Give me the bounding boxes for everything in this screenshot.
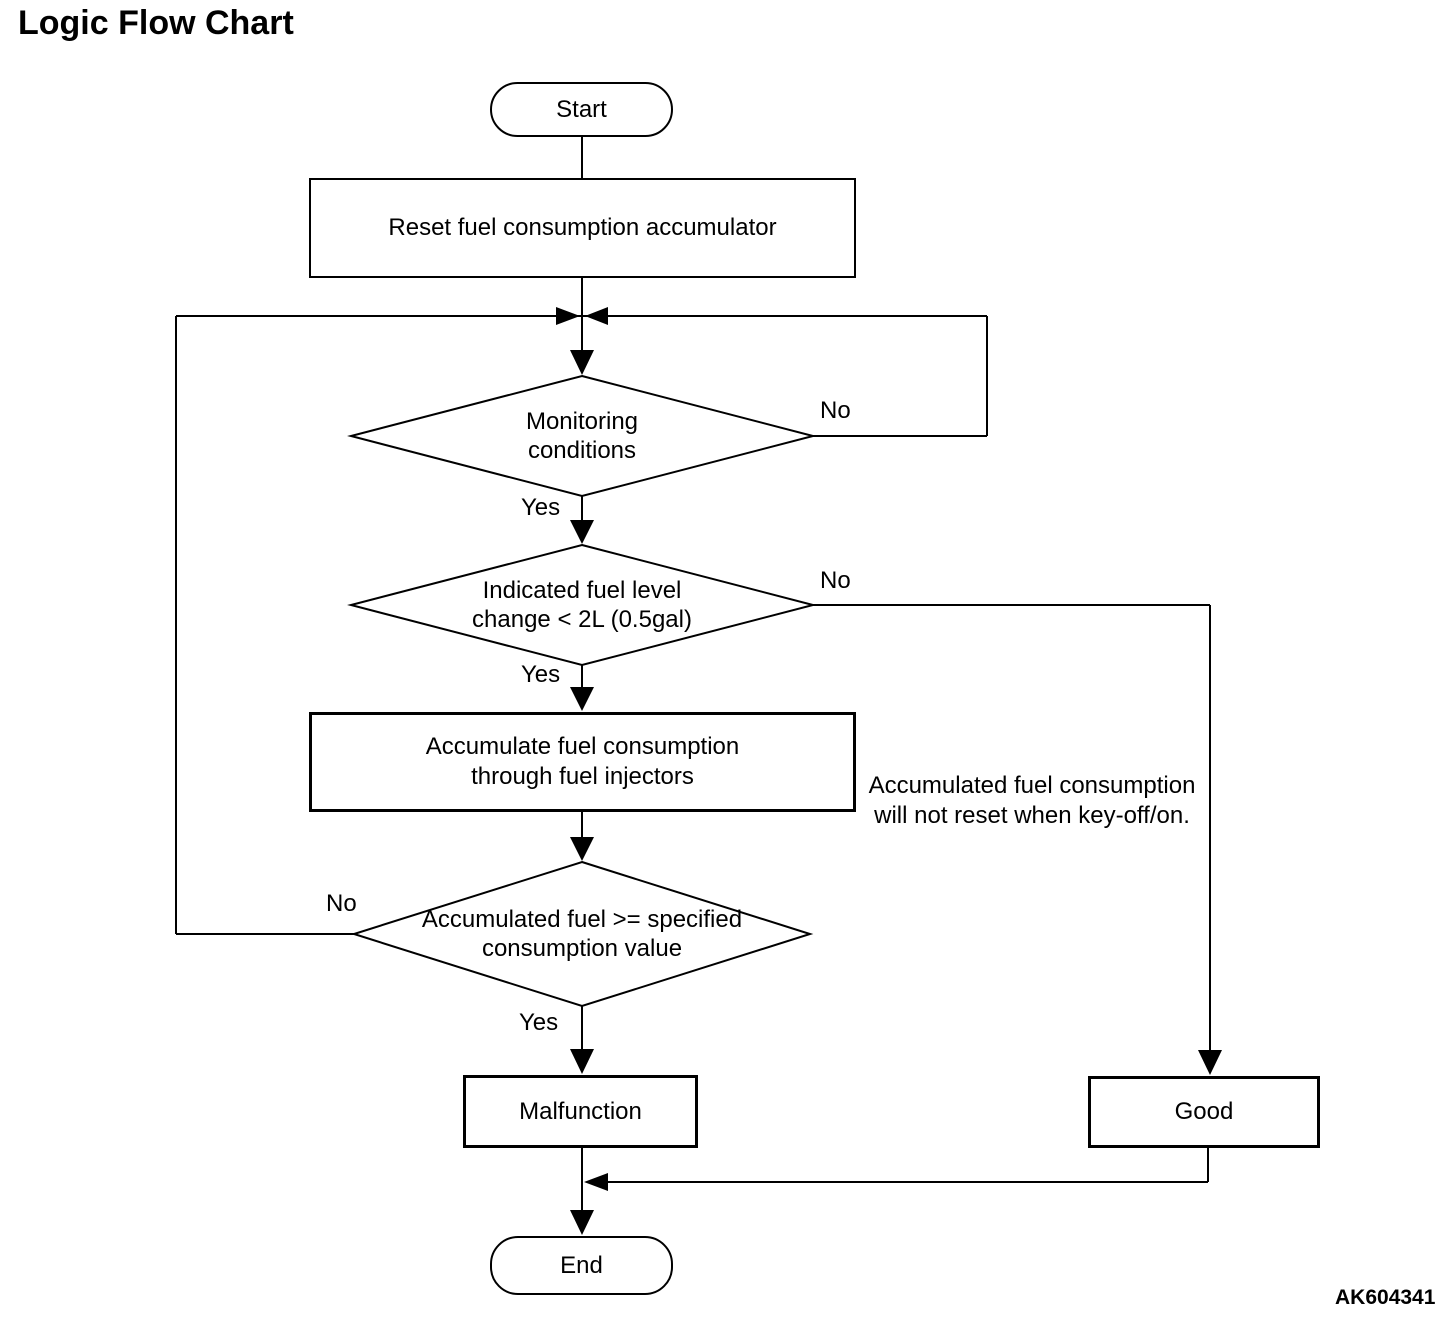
arrowhead-junction-left [585, 307, 608, 325]
branch-label-monitoring-yes: Yes [521, 494, 561, 521]
decision-monitoring-label: Monitoring conditions [525, 408, 639, 464]
node-accumulate: Accumulate fuel consumption through fuel… [309, 712, 856, 812]
arrowhead-good-merge-left [584, 1173, 608, 1191]
page-title: Logic Flow Chart [18, 4, 294, 42]
node-accumulate-label: Accumulate fuel consumption through fuel… [425, 733, 740, 790]
node-end-label: End [560, 1251, 603, 1279]
node-malfunction: Malfunction [463, 1075, 698, 1148]
branch-label-threshold-no: No [326, 890, 357, 917]
arrowhead-junction-right [556, 307, 580, 325]
decision-accumulated-threshold [350, 860, 814, 1008]
decision-monitoring-conditions [347, 374, 817, 498]
branch-label-fuel-level-yes: Yes [521, 661, 561, 688]
node-end: End [490, 1236, 673, 1295]
arrowhead-into-fuel-level [570, 520, 594, 544]
arrowhead-into-monitoring [570, 350, 594, 375]
arrowhead-into-good [1198, 1050, 1222, 1075]
arrowhead-into-threshold [570, 837, 594, 861]
node-good-label: Good [1174, 1098, 1234, 1125]
node-malfunction-label: Malfunction [519, 1097, 642, 1125]
decision-fuel-level-label: Indicated fuel level change < 2L (0.5gal… [472, 577, 692, 633]
arrowhead-into-accumulate [570, 687, 594, 711]
node-start: Start [490, 82, 673, 137]
arrowhead-into-malfunction [570, 1049, 594, 1074]
branch-label-threshold-yes: Yes [519, 1009, 559, 1036]
branch-label-monitoring-no: No [820, 397, 851, 424]
branch-label-fuel-level-no: No [820, 567, 851, 594]
decision-fuel-level-change [347, 543, 817, 667]
decision-threshold-label: Accumulated fuel >= specified consumptio… [421, 906, 743, 962]
node-reset-accumulator-label: Reset fuel consumption accumulator [388, 214, 777, 241]
node-good: Good [1088, 1076, 1320, 1148]
arrowhead-into-end [570, 1210, 594, 1235]
node-start-label: Start [556, 95, 607, 123]
node-reset-accumulator: Reset fuel consumption accumulator [309, 178, 856, 278]
figure-code: AK604341 [1335, 1286, 1436, 1309]
key-off-note: Accumulated fuel consumption will not re… [868, 772, 1196, 829]
